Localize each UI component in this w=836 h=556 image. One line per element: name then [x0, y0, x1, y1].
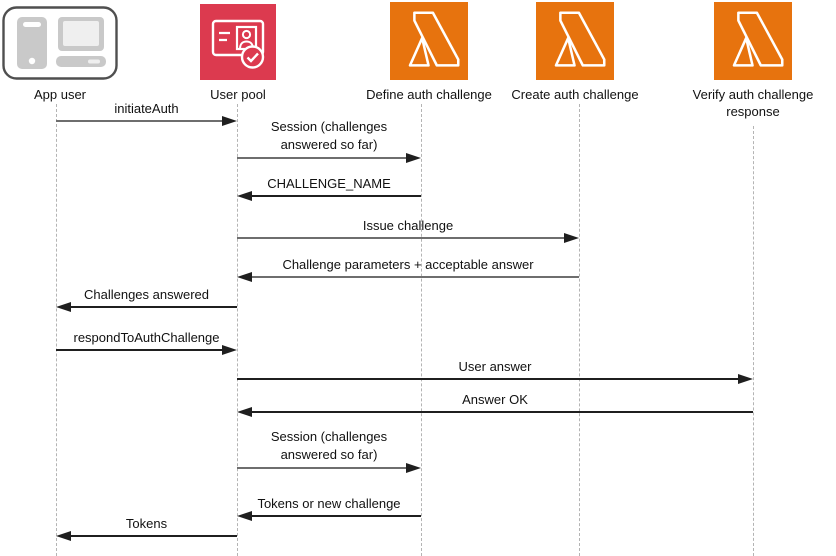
message-label: CHALLENGE_NAME — [267, 176, 391, 191]
message-label: initiateAuth — [114, 101, 179, 116]
arrow-head-icon — [237, 191, 252, 201]
message-arrow — [56, 302, 237, 312]
message-arrow — [237, 233, 579, 243]
arrow-line — [56, 120, 225, 122]
lambda-icon — [536, 0, 614, 80]
message-label: respondToAuthChallenge — [73, 330, 220, 345]
arrow-line — [68, 306, 237, 308]
arrow-line — [237, 378, 741, 380]
message-arrow — [56, 531, 237, 541]
message-label: Tokens — [125, 516, 168, 531]
arrow-line — [68, 535, 237, 537]
lambda-icon — [714, 0, 792, 80]
actor-user-pool: User pool — [163, 0, 313, 103]
arrow-line — [237, 237, 567, 239]
arrow-head-icon — [222, 116, 237, 126]
message-label: Challenge parameters + acceptable answer — [282, 257, 534, 272]
arrow-line — [56, 349, 225, 351]
arrow-line — [249, 195, 421, 197]
lifeline-define-auth-challenge — [421, 104, 422, 556]
arrow-line — [249, 411, 753, 413]
user-pool-icon — [200, 0, 276, 80]
arrow-head-icon — [56, 531, 71, 541]
arrow-line — [237, 157, 409, 159]
message-arrow — [56, 345, 237, 355]
lifeline-verify-auth-challenge-response — [753, 126, 754, 556]
actor-label: User pool — [210, 87, 266, 102]
message-label: Tokens or new challenge — [257, 496, 401, 511]
actor-app-user: App user — [0, 0, 135, 103]
actor-label: App user — [33, 87, 87, 102]
message-arrow — [237, 407, 753, 417]
arrow-head-icon — [237, 272, 252, 282]
message-label: Issue challenge — [362, 218, 454, 233]
lifeline-user-pool — [237, 104, 238, 556]
arrow-head-icon — [222, 345, 237, 355]
actor-define-auth-challenge: Define auth challenge — [354, 0, 504, 103]
message-arrow — [237, 272, 579, 282]
actor-create-auth-challenge: Create auth challenge — [500, 0, 650, 103]
arrow-head-icon — [564, 233, 579, 243]
message-label: Challenges answered — [83, 287, 210, 302]
arrow-head-icon — [738, 374, 753, 384]
message-arrow — [237, 511, 421, 521]
actor-label: Verify auth challenge response — [692, 87, 814, 119]
arrow-head-icon — [237, 511, 252, 521]
arrow-line — [249, 515, 421, 517]
devices-icon — [2, 0, 118, 80]
message-label: Session (challenges answered so far) — [270, 429, 388, 462]
arrow-head-icon — [406, 463, 421, 473]
arrow-head-icon — [237, 407, 252, 417]
message-arrow — [237, 374, 753, 384]
message-arrow — [237, 153, 421, 163]
actor-label: Create auth challenge — [511, 87, 639, 102]
arrow-line — [249, 276, 579, 278]
message-arrow — [237, 463, 421, 473]
lambda-icon — [390, 0, 468, 80]
message-arrow — [56, 116, 237, 126]
message-label: Session (challenges answered so far) — [270, 119, 388, 152]
actor-verify-auth-challenge-response: Verify auth challenge response — [678, 0, 828, 120]
actor-label: Define auth challenge — [366, 87, 492, 102]
message-label: Answer OK — [462, 392, 528, 407]
arrow-head-icon — [406, 153, 421, 163]
arrow-line — [237, 467, 409, 469]
lifeline-app-user — [56, 104, 57, 556]
arrow-head-icon — [56, 302, 71, 312]
message-label: User answer — [458, 359, 532, 374]
message-arrow — [237, 191, 421, 201]
lifeline-create-auth-challenge — [579, 104, 580, 556]
